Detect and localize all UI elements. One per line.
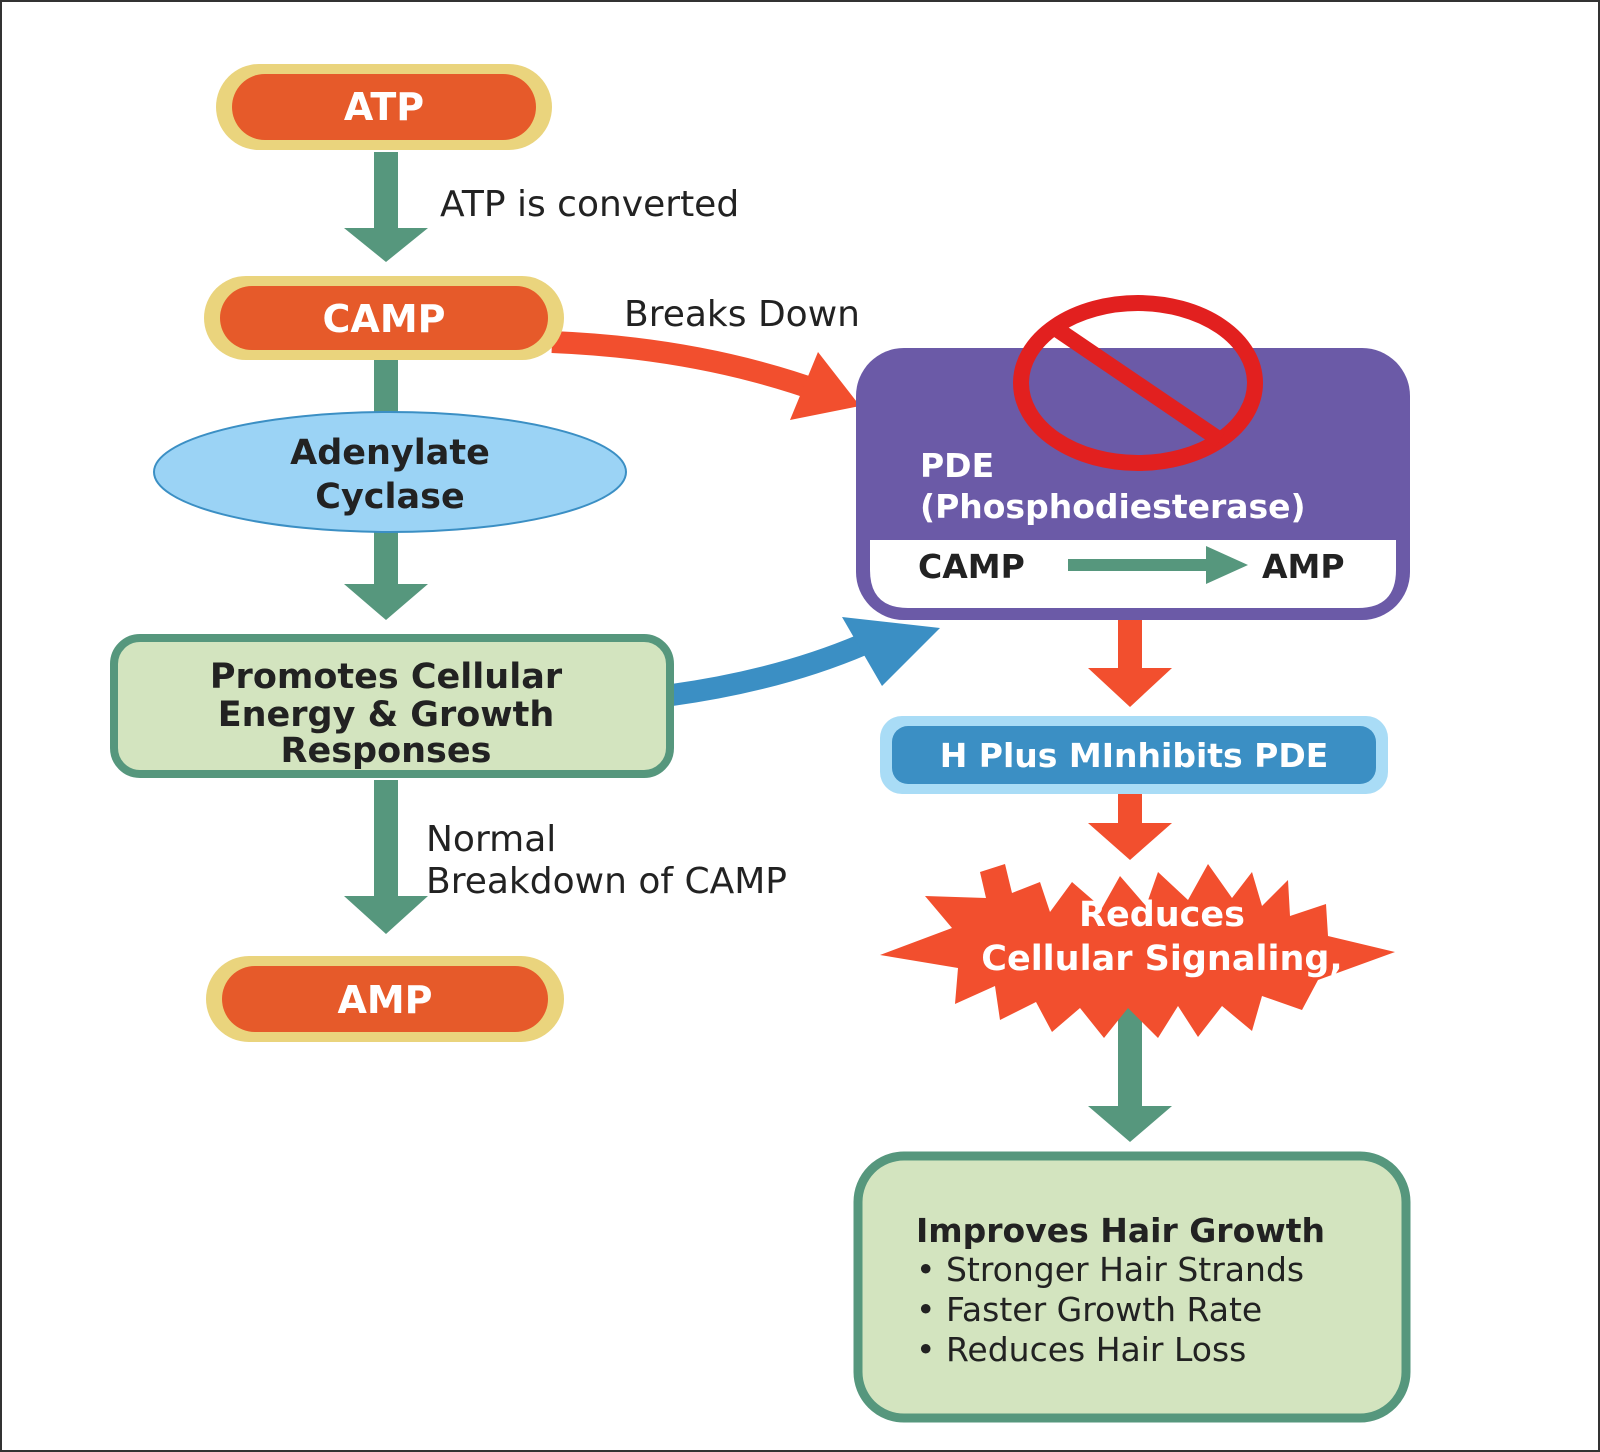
promotes-label-line3: Responses	[281, 731, 492, 771]
arrow-pde-to-inhibits	[1088, 620, 1172, 707]
promotes-label-line1: Promotes Cellular	[210, 657, 563, 697]
arrow-promotes-to-amp	[344, 780, 428, 934]
no-sign-icon	[1013, 295, 1263, 471]
improves-title: Improves Hair Growth	[916, 1211, 1325, 1250]
promotes-label-line2: Energy & Growth	[218, 695, 555, 735]
improves-item-3: • Reduces Hair Loss	[916, 1330, 1246, 1369]
pde-reaction-from: CAMP	[918, 547, 1025, 586]
inhibits-label: H Plus MInhibits PDE	[940, 736, 1329, 775]
reduces-label-line1: Reduces	[1079, 895, 1245, 935]
improves-item-2: • Faster Growth Rate	[916, 1290, 1262, 1329]
pde-label-line1: PDE	[920, 446, 994, 485]
arrow-adenylate-to-promotes	[344, 530, 428, 620]
node-reduces-signaling: Reduces Cellular Signaling,	[880, 864, 1395, 1038]
node-amp: AMP	[206, 956, 564, 1042]
pde-reaction-to: AMP	[1262, 547, 1345, 586]
amp-label: AMP	[337, 978, 432, 1022]
arrow-promotes-to-pde	[670, 617, 940, 706]
arrow-inhibits-to-reduces	[1088, 793, 1172, 860]
node-improves-hair-growth: Improves Hair Growth • Stronger Hair Str…	[853, 1151, 1411, 1423]
label-breaks-down: Breaks Down	[624, 294, 860, 335]
label-normal-line2: Breakdown of CAMP	[426, 861, 787, 902]
adenylate-label-line2: Cyclase	[315, 477, 464, 517]
node-atp: ATP	[216, 64, 552, 150]
node-inhibits-pde: H Plus MInhibits PDE	[880, 716, 1388, 794]
atp-label: ATP	[344, 85, 424, 129]
node-adenylate-cyclase: Adenylate Cyclase	[153, 411, 627, 533]
pde-label-line2: (Phosphodiesterase)	[920, 487, 1306, 526]
pde-reaction-arrow	[1068, 546, 1248, 584]
node-promotes-cellular-energy: Promotes Cellular Energy & Growth Respon…	[110, 634, 674, 778]
node-camp: CAMP	[204, 276, 564, 360]
arrow-camp-breaks-down-to-pde	[551, 331, 860, 420]
arrow-reduces-to-improves	[1088, 1005, 1172, 1142]
improves-item-1: • Stronger Hair Strands	[916, 1250, 1304, 1289]
label-normal-line1: Normal	[426, 819, 556, 860]
arrow-atp-to-camp	[344, 152, 428, 262]
connector-camp-to-adenylate	[374, 360, 398, 415]
label-atp-converted: ATP is converted	[440, 184, 739, 225]
camp-label: CAMP	[323, 297, 446, 341]
node-pde: PDE (Phosphodiesterase) CAMP AMP	[856, 348, 1410, 620]
adenylate-label-line1: Adenylate	[290, 433, 490, 473]
reduces-label-line2: Cellular Signaling,	[981, 939, 1342, 979]
